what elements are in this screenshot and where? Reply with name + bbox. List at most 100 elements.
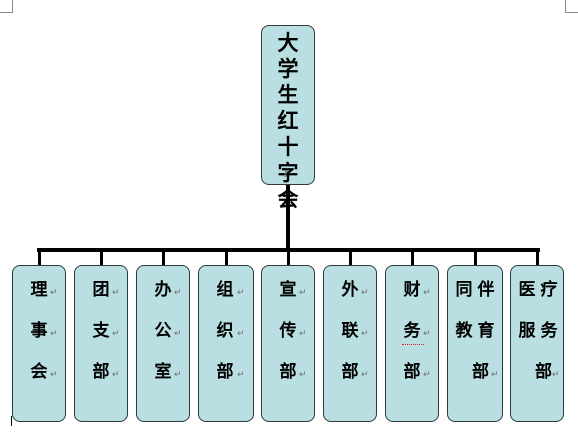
dept-char: 支 xyxy=(92,321,110,341)
dept-char: 外 xyxy=(341,280,359,300)
paragraph-mark: ↵ xyxy=(237,370,245,380)
root-label: 大 学 生 红 十 字 会 xyxy=(262,30,314,212)
text-cursor xyxy=(11,416,12,426)
dept-node-lishihui: 理 事 会 ↵ ↵ ↵ xyxy=(12,265,66,422)
dept-label-column: 财 务 部 xyxy=(400,278,424,401)
anchor-mark: ℓ xyxy=(284,170,288,180)
crop-mark-top-left-v xyxy=(12,0,13,13)
drop-connector-4 xyxy=(225,250,228,266)
dept-char: 理 xyxy=(30,280,48,300)
dept-char: 事 xyxy=(30,321,48,341)
crop-mark-top-right-h xyxy=(565,12,578,13)
paragraph-mark: ↵ xyxy=(299,288,307,298)
paragraph-mark: ↵ xyxy=(174,288,182,298)
paragraph-mark: ↵ xyxy=(423,288,431,298)
crop-mark-top-right-v xyxy=(565,0,566,13)
drop-connector-1 xyxy=(38,250,41,266)
dept-char: 部 xyxy=(341,362,359,382)
dept-node-tongbanjiaoyubu: 同 教 伴 育 部 ↵ xyxy=(447,265,503,422)
paragraph-mark: ↵ xyxy=(361,288,369,298)
trunk-connector xyxy=(286,184,290,250)
paragraph-mark: ↵ xyxy=(112,370,120,380)
dept-char: 务 xyxy=(540,321,558,341)
dept-label-column: 宣 传 部 xyxy=(276,278,300,401)
root-char: 学 xyxy=(277,57,299,81)
root-char: 生 xyxy=(277,83,299,107)
dept-label-column: 伴 育 部 xyxy=(472,278,497,401)
paragraph-mark: ↵ xyxy=(423,370,431,380)
dept-label-column: 同 教 xyxy=(453,278,475,401)
dept-char: 服 xyxy=(518,321,536,341)
paragraph-mark: ↵ xyxy=(50,329,58,339)
dept-char: 室 xyxy=(154,362,172,382)
dept-char: 部 xyxy=(403,362,421,382)
dept-char: 宣 xyxy=(279,280,297,300)
dept-char: 伴 xyxy=(477,280,495,300)
drop-connector-6 xyxy=(349,250,352,266)
dept-char: 组 xyxy=(216,280,234,300)
dept-node-zuzhibu: 组 织 部 ↵ ↵ ↵ xyxy=(198,265,254,422)
dept-char: 教 xyxy=(455,321,473,341)
dept-label-column: 理 事 会 xyxy=(27,278,51,401)
paragraph-mark: ↵ xyxy=(299,370,307,380)
paragraph-mark: ↵ xyxy=(174,370,182,380)
root-char: 字 xyxy=(277,161,299,185)
dept-label-column: 疗 务 部 xyxy=(535,278,560,401)
dept-char: 部 xyxy=(92,362,110,382)
dept-label-column: 组 织 部 xyxy=(213,278,237,401)
dept-char: 疗 xyxy=(540,280,558,300)
paragraph-mark: ↵ xyxy=(112,288,120,298)
dept-node-tuanzhibu: 团 支 部 ↵ ↵ ↵ xyxy=(74,265,128,422)
dept-char: 公 xyxy=(154,321,172,341)
dept-label-column: 外 联 部 xyxy=(338,278,362,401)
paragraph-mark: ↵ xyxy=(423,329,431,339)
drop-connector-2 xyxy=(100,250,103,266)
dept-char: 育 xyxy=(477,321,495,341)
dept-char: 团 xyxy=(92,280,110,300)
dept-label-column: 办 公 室 xyxy=(151,278,175,401)
dept-char: 部 xyxy=(216,362,234,382)
paragraph-mark: ↵ xyxy=(491,370,499,380)
drop-connector-5 xyxy=(287,250,290,266)
dept-char: 织 xyxy=(216,321,234,341)
dept-char: 部 xyxy=(472,362,489,382)
dept-char: 办 xyxy=(154,280,172,300)
dept-label-column: 团 支 部 xyxy=(89,278,113,401)
dept-char: 部 xyxy=(279,362,297,382)
paragraph-mark: ↵ xyxy=(361,370,369,380)
drop-connector-8 xyxy=(474,250,477,266)
paragraph-mark: ↵ xyxy=(299,329,307,339)
dept-char: 会 xyxy=(30,362,48,382)
dept-char: 同 xyxy=(455,280,473,300)
drop-connector-3 xyxy=(162,250,165,266)
dept-char: 务 xyxy=(403,321,421,341)
dept-char: 部 xyxy=(535,362,552,382)
drop-connector-7 xyxy=(411,250,414,266)
paragraph-mark: ↵ xyxy=(237,329,245,339)
dept-char: 联 xyxy=(341,321,359,341)
spellcheck-underline xyxy=(402,342,424,345)
paragraph-mark: ↵ xyxy=(174,329,182,339)
dept-char: 财 xyxy=(403,280,421,300)
dept-label-column: 医 服 xyxy=(516,278,538,401)
paragraph-mark: ↵ xyxy=(361,329,369,339)
dept-char: 医 xyxy=(518,280,536,300)
dept-char: 传 xyxy=(279,321,297,341)
root-node: 大 学 生 红 十 字 会 ℓ xyxy=(261,25,315,211)
crop-mark-top-left-h xyxy=(0,12,13,13)
dept-node-yiliaofuwubu: 医 服 疗 务 部 ↵ xyxy=(510,265,564,422)
paragraph-mark: ↵ xyxy=(50,370,58,380)
dept-node-xuanchuanbu: 宣 传 部 ↵ ↵ ↵ xyxy=(261,265,315,422)
paragraph-mark: ↵ xyxy=(552,370,560,380)
root-char: 大 xyxy=(277,31,299,55)
drop-connector-9 xyxy=(536,250,539,266)
root-char: 红 xyxy=(277,109,299,133)
paragraph-mark: ↵ xyxy=(237,288,245,298)
dept-node-bangongshi: 办 公 室 ↵ ↵ ↵ xyxy=(136,265,190,422)
root-char: 会 xyxy=(277,187,299,211)
root-char: 十 xyxy=(277,135,299,159)
dept-node-caiwubu: 财 务 部 ↵ ↵ ↵ xyxy=(385,265,439,422)
paragraph-mark: ↵ xyxy=(50,288,58,298)
paragraph-mark: ↵ xyxy=(112,329,120,339)
